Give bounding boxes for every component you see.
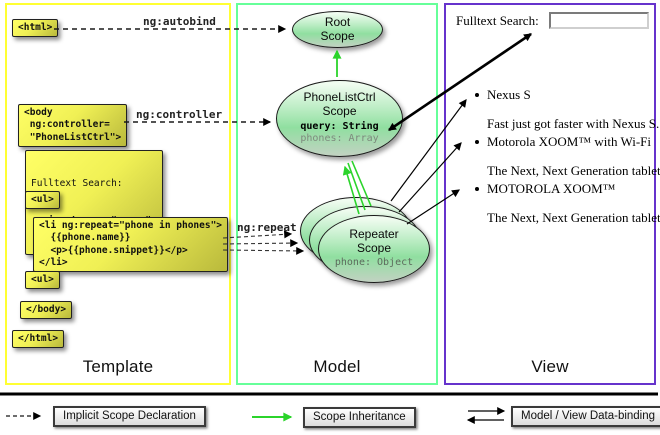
view-item-desc: The Next, Next Generation tablet. (487, 163, 660, 178)
scope-prop-query: query: String (300, 120, 379, 132)
bullet-icon (475, 140, 479, 144)
view-item-title: Motorola XOOM™ with Wi-Fi (487, 134, 652, 149)
legend-scope-inheritance: Scope Inheritance (303, 407, 416, 428)
bullet-icon (475, 187, 479, 191)
code-box-ul-close: <ul> (25, 271, 60, 290)
code-box-body-open: <body ng:controller= "PhoneListCtrl"> (18, 104, 128, 148)
view-list-item: Motorola XOOM™ with Wi-Fi The Next, Next… (474, 134, 660, 179)
template-column-label: Template (82, 357, 154, 376)
model-column-label: Model (313, 357, 361, 376)
model-column: Model (236, 3, 438, 385)
phonelistctrl-scope-ellipse: PhoneListCtrl Scope query: String phones… (276, 80, 403, 157)
code-box-body-close: </body> (20, 301, 73, 320)
view-item-desc: The Next, Next Generation tablet. (487, 210, 660, 225)
view-item-title: Nexus S (487, 87, 531, 102)
legend-implicit-scope-declaration: Implicit Scope Declaration (53, 406, 206, 427)
view-list-item: Nexus S Fast just got faster with Nexus … (474, 87, 660, 132)
code-box-ul-open: <ul> (25, 191, 60, 210)
view-search-input[interactable] (549, 12, 649, 29)
view-item-title: MOTOROLA XOOM™ (487, 181, 616, 196)
ng-autobind-label: ng:autobind (143, 15, 216, 28)
ng-controller-label: ng:controller (136, 108, 223, 121)
view-search-label: Fulltext Search: (456, 13, 539, 28)
code-box-li-repeat: <li ng:repeat="phone in phones"> {{phone… (33, 217, 229, 273)
code-box-html-close: </html> (12, 330, 65, 349)
root-scope-ellipse: Root Scope (292, 11, 383, 48)
repeater-scope-ellipse: Repeater Scope phone: Object (318, 215, 430, 283)
ng-repeat-label: ng:repeat (237, 221, 297, 234)
view-item-desc: Fast just got faster with Nexus S. (487, 116, 660, 131)
scope-prop-phone: phone: Object (334, 257, 414, 269)
view-column-label: View (531, 357, 569, 376)
code-fulltext-label: Fulltext Search: (31, 177, 123, 189)
repeater-scope-title: Repeater Scope (349, 227, 399, 255)
scope-prop-phones: phones: Array (300, 133, 379, 145)
code-box-html-open: <html> (12, 19, 59, 38)
view-list-item: MOTOROLA XOOM™ The Next, Next Generation… (474, 181, 660, 226)
phonelistctrl-scope-title: PhoneListCtrl Scope (303, 90, 376, 118)
bullet-icon (475, 93, 479, 97)
legend-model-view-data-binding: Model / View Data-binding (511, 406, 660, 427)
root-scope-title: Root Scope (320, 15, 355, 43)
